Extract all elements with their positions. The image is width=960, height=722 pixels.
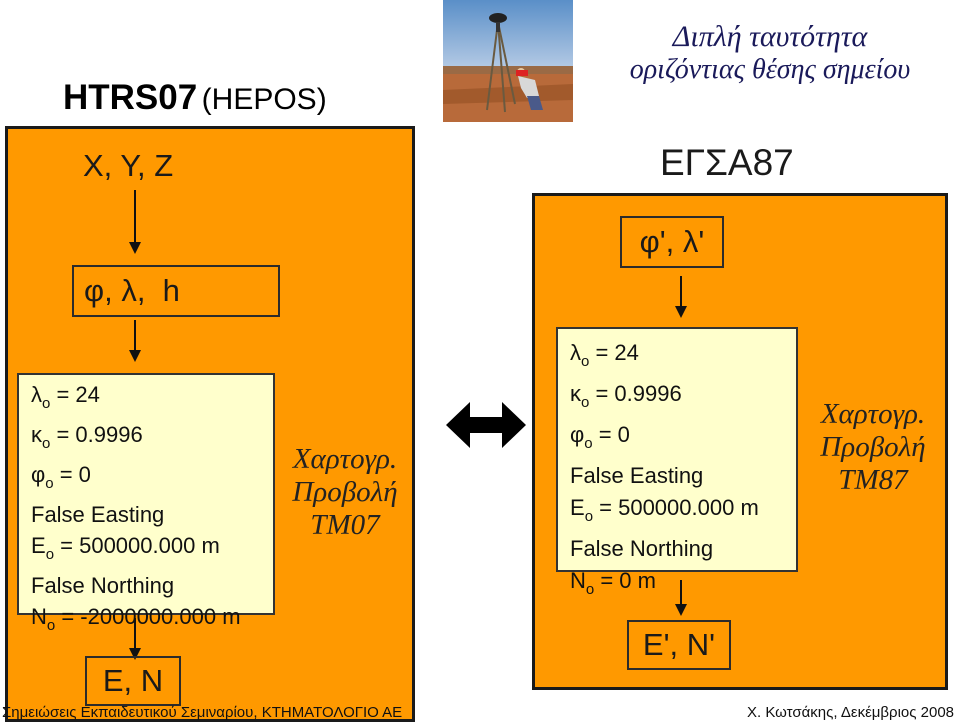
- arrow-xyz-to-geo: [134, 190, 136, 242]
- left-geo-label: φ, λ, h: [84, 273, 180, 308]
- phi-param: φo = 0: [570, 422, 630, 452]
- northing-param: No = 0 m: [570, 568, 656, 598]
- arrow-head: [129, 350, 141, 362]
- easting-param: Eo = 500000.000 m: [31, 533, 220, 563]
- right-title-line2: οριζόντιας θέσης σημείου: [629, 54, 911, 85]
- left-title: HTRS07 (HEPOS): [63, 78, 327, 118]
- left-projection-label: Χαρτογρ. Προβολή ΤΜ07: [282, 443, 408, 542]
- false-northing-label: False Northing: [31, 573, 175, 598]
- projection-line3: ΤΜ87: [838, 464, 908, 496]
- false-easting-label: False Easting: [31, 502, 165, 527]
- projection-line1: Χαρτογρ.: [820, 398, 926, 430]
- xyz-label: X, Y, Z: [83, 148, 174, 183]
- right-geo-label: φ', λ': [639, 224, 705, 259]
- arrow-params-to-output-right: [680, 580, 682, 604]
- left-title-sub: (HEPOS): [201, 83, 327, 116]
- left-output-label: E, N: [102, 663, 164, 698]
- lambda-param: λo = 24: [570, 340, 639, 370]
- easting-param: Eo = 500000.000 m: [570, 495, 759, 525]
- lambda-param: λo = 24: [31, 382, 100, 412]
- phi-param: φo = 0: [31, 462, 91, 492]
- arrow-params-to-output: [134, 618, 136, 648]
- arrow-geo-to-params: [134, 320, 136, 350]
- double-arrow-icon: [446, 400, 526, 450]
- kappa-param: κo = 0.9996: [31, 422, 143, 452]
- footer-right: Χ. Κωτσάκης, Δεκέμβριος 2008: [747, 704, 955, 721]
- arrow-geo-to-params-right: [680, 276, 682, 306]
- gps-survey-photo: [443, 0, 573, 122]
- right-param-box: λo = 24 κo = 0.9996 φo = 0 False Easting…: [556, 327, 798, 598]
- right-title-main: ΕΓΣΑ87: [660, 142, 794, 183]
- right-output-label: E', N': [642, 627, 716, 662]
- false-northing-label: False Northing: [570, 536, 714, 561]
- arrow-head: [675, 306, 687, 318]
- right-geo-box: φ', λ': [620, 216, 724, 268]
- footer-left: Σημειώσεις Εκπαιδευτικού Σεμιναρίου, ΚΤΗ…: [2, 704, 403, 721]
- projection-line2: Προβολή: [292, 476, 398, 508]
- left-output-box: E, N: [85, 656, 181, 706]
- left-param-box: λo = 24 κo = 0.9996 φo = 0 False Easting…: [17, 373, 275, 634]
- left-geo-box: φ, λ, h: [72, 265, 280, 317]
- projection-line3: ΤΜ07: [310, 509, 380, 541]
- northing-param: No = -2000000.000 m: [31, 604, 241, 634]
- projection-line1: Χαρτογρ.: [292, 443, 398, 475]
- right-output-box: E', N': [627, 620, 731, 670]
- right-title-line1: Διπλή ταυτότητα: [672, 20, 868, 53]
- left-title-main: HTRS07: [63, 78, 198, 117]
- kappa-param: κo = 0.9996: [570, 381, 682, 411]
- right-title-block: Διπλή ταυτότητα οριζόντιας θέσης σημείου: [580, 20, 960, 86]
- projection-line2: Προβολή: [820, 431, 926, 463]
- arrow-head: [675, 604, 687, 616]
- arrow-head: [129, 242, 141, 254]
- right-projection-label: Χαρτογρ. Προβολή ΤΜ87: [808, 398, 938, 497]
- false-easting-label: False Easting: [570, 463, 704, 488]
